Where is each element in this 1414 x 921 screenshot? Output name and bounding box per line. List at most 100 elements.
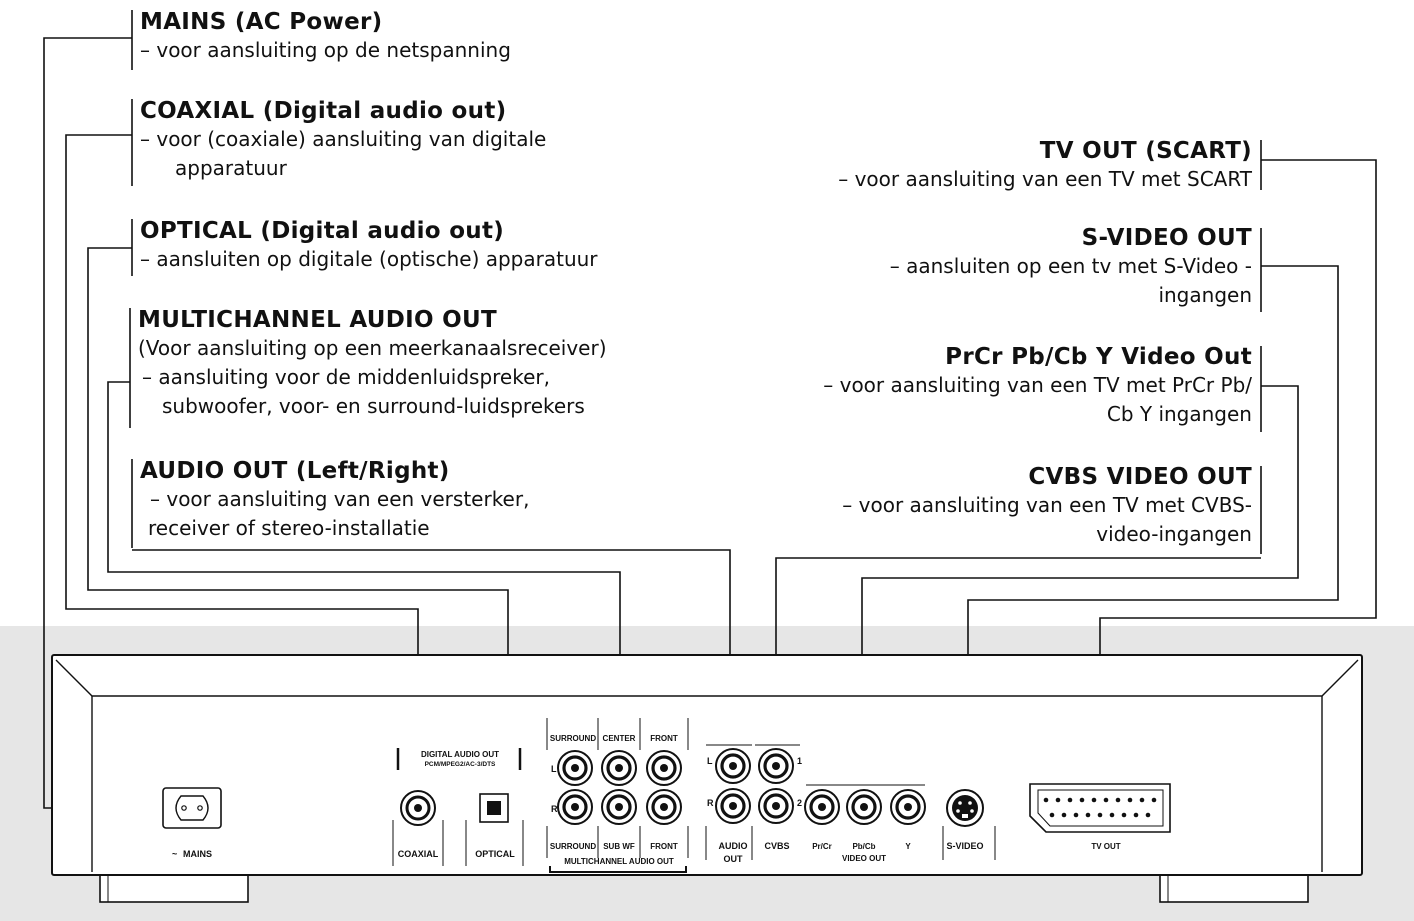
scart-pin	[1115, 797, 1121, 803]
callout-desc: – voor aansluiting van een TV met CVBS-	[842, 493, 1252, 517]
scart-pin	[1139, 797, 1145, 803]
scart-pin	[1079, 797, 1085, 803]
callout-desc: video-ingangen	[1096, 522, 1252, 546]
callout-title: MAINS (AC Power)	[140, 9, 383, 35]
scart-pins-bottom	[1049, 812, 1151, 818]
callout-title: MULTICHANNEL AUDIO OUT	[138, 307, 497, 333]
callout-s-video: S-VIDEO OUT – aansluiten op een tv met S…	[890, 224, 1252, 310]
callout-optical: OPTICAL (Digital audio out) – aansluiten…	[140, 217, 598, 274]
pr-cr-label: Pr/Cr	[812, 842, 832, 851]
multichannel-audio-out-label: MULTICHANNEL AUDIO OUT	[564, 857, 674, 866]
callout-desc: (Voor aansluiting op een meerkanaalsrece…	[138, 336, 607, 360]
callout-title: COAXIAL (Digital audio out)	[140, 98, 507, 124]
callout-title: S-VIDEO OUT	[1081, 225, 1252, 251]
callout-brackets	[129, 10, 1262, 554]
digital-formats-label: PCM/MPEG2/AC-3/DTS	[425, 761, 496, 768]
callout-desc: – aansluiten op digitale (optische) appa…	[140, 247, 598, 271]
scart-pin	[1127, 797, 1133, 803]
callout-desc: receiver of stereo-installatie	[148, 516, 430, 540]
rca-jack-center	[601, 750, 637, 786]
center-label: CENTER	[603, 734, 636, 743]
scart-connector	[1029, 783, 1171, 833]
rca-jack-y	[890, 789, 926, 825]
rca-jack-surround-l	[557, 750, 593, 786]
scart-pin	[1055, 797, 1061, 803]
callout-desc: – voor aansluiting van een TV met SCART	[838, 167, 1252, 191]
video-out-label: VIDEO OUT	[842, 854, 886, 863]
scart-pin	[1151, 797, 1157, 803]
callout-desc: – aansluiten op een tv met S-Video -	[889, 254, 1252, 278]
callout-desc: – voor (coaxiale) aansluiting van digita…	[140, 127, 547, 151]
callout-desc: – voor aansluiting van een versterker,	[150, 487, 530, 511]
callout-title: OPTICAL (Digital audio out)	[140, 218, 505, 244]
callout-desc: – voor aansluiting op de netspanning	[140, 38, 511, 62]
cvbs-label: CVBS	[764, 841, 789, 851]
device-body	[51, 654, 1363, 903]
callout-tv-out: TV OUT (SCART) – voor aansluiting van ee…	[838, 137, 1252, 194]
optical-jack	[479, 793, 509, 823]
optical-label: OPTICAL	[475, 849, 515, 859]
coaxial-label: COAXIAL	[398, 849, 439, 859]
surround-top-label: SURROUND	[550, 734, 596, 743]
row-r-label: R	[551, 804, 558, 814]
rca-jacks	[557, 748, 926, 825]
callout-cvbs: CVBS VIDEO OUT – voor aansluiting van ee…	[842, 463, 1252, 549]
scart-pin	[1109, 812, 1115, 818]
scart-pin	[1061, 812, 1067, 818]
callout-audio-out: AUDIO OUT (Left/Right) – voor aansluitin…	[140, 457, 529, 543]
scart-pin	[1091, 797, 1097, 803]
scart-pin	[1145, 812, 1151, 818]
rca-jack-front-l	[646, 750, 682, 786]
scart-pin	[1121, 812, 1127, 818]
s-video-jack	[946, 789, 984, 827]
callout-coaxial: COAXIAL (Digital audio out) – voor (coax…	[140, 97, 546, 183]
scart-pins-top	[1043, 797, 1157, 803]
surround-bottom-label: SURROUND	[550, 842, 596, 851]
y-label: Y	[905, 842, 911, 851]
scart-pin	[1073, 812, 1079, 818]
callout-mains: MAINS (AC Power) – voor aansluiting op d…	[140, 8, 511, 65]
callout-title: PrCr Pb/Cb Y Video Out	[945, 344, 1252, 370]
audio-out-label-2: OUT	[724, 854, 744, 864]
scart-pin	[1097, 812, 1103, 818]
audio-out-label-1: AUDIO	[719, 841, 748, 851]
rca-jack-pr-cr	[804, 789, 840, 825]
scart-pin	[1067, 797, 1073, 803]
rca-jack-cvbs-1	[758, 748, 794, 784]
callout-desc: – aansluiting voor de middenluidspreker,	[142, 365, 550, 389]
scart-pin	[1085, 812, 1091, 818]
scart-pin	[1103, 797, 1109, 803]
callout-title: AUDIO OUT (Left/Right)	[140, 458, 450, 484]
callout-multichannel: MULTICHANNEL AUDIO OUT (Voor aansluiting…	[138, 306, 607, 421]
rca-jack-surround-r	[557, 789, 593, 825]
scart-pin	[1133, 812, 1139, 818]
rca-jack-front-r	[646, 789, 682, 825]
callout-desc: – voor aansluiting van een TV met PrCr P…	[823, 373, 1252, 397]
mains-symbol: ~	[172, 849, 177, 859]
scart-pin	[1049, 812, 1055, 818]
front-bottom-label: FRONT	[650, 842, 678, 851]
tv-out-label: TV OUT	[1091, 842, 1120, 851]
callout-title: TV OUT (SCART)	[1039, 138, 1252, 164]
digital-audio-out-label: DIGITAL AUDIO OUT	[421, 750, 499, 759]
audio-l-label: L	[707, 756, 713, 766]
callout-desc: ingangen	[1158, 283, 1252, 307]
mains-socket	[162, 787, 222, 829]
callout-component-video: PrCr Pb/Cb Y Video Out – voor aansluitin…	[823, 343, 1252, 429]
callout-desc: apparatuur	[175, 156, 287, 180]
cvbs-2-label: 2	[797, 798, 802, 808]
rca-jack-audio-l	[715, 748, 751, 784]
callout-desc: Cb Y ingangen	[1106, 402, 1252, 426]
audio-r-label: R	[707, 798, 714, 808]
row-l-label: L	[551, 764, 557, 774]
front-top-label: FRONT	[650, 734, 678, 743]
scart-pin	[1043, 797, 1049, 803]
rca-jack-pb-cb	[846, 789, 882, 825]
sub-wf-label: SUB WF	[603, 842, 635, 851]
pb-cb-label: Pb/Cb	[852, 842, 875, 851]
rca-jack-sub-wf	[601, 789, 637, 825]
callout-desc: subwoofer, voor- en surround-luidspreker…	[162, 394, 585, 418]
callout-title: CVBS VIDEO OUT	[1028, 464, 1252, 490]
rca-jack-cvbs-2	[758, 788, 794, 824]
